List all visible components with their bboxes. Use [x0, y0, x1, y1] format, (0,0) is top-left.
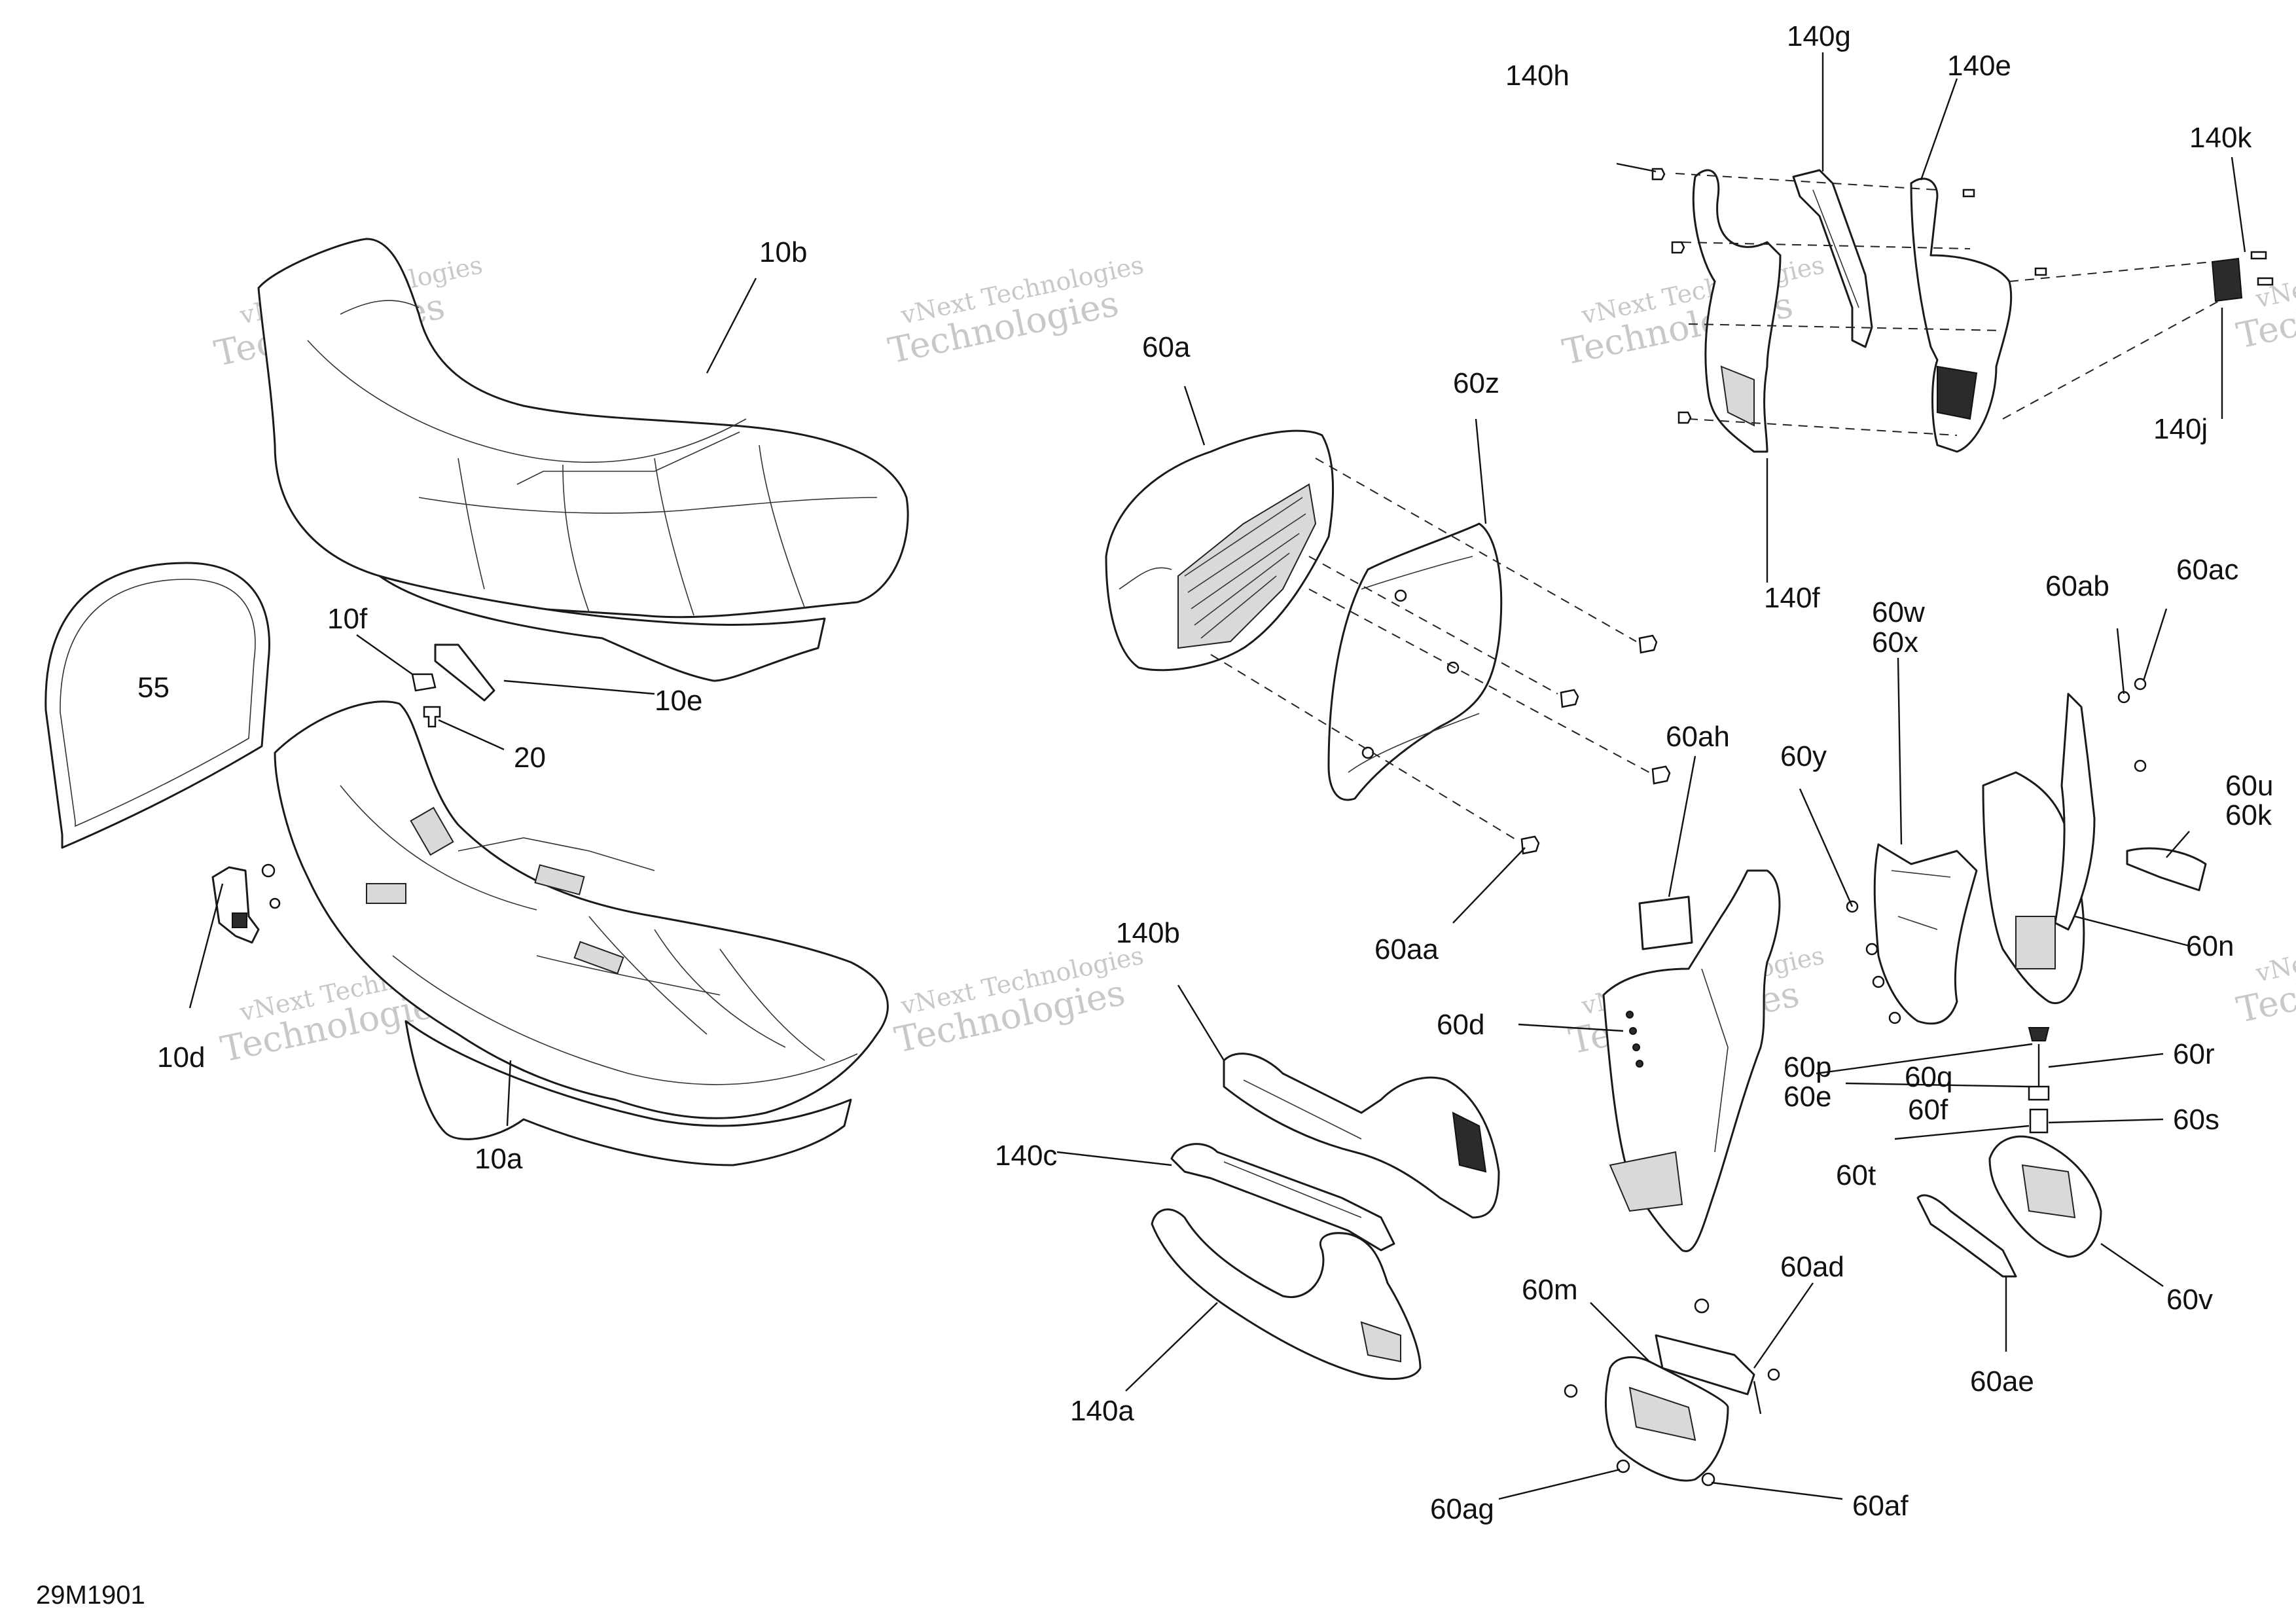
part-20-fastener [423, 706, 441, 728]
callout-60d: 60d [1437, 1009, 1484, 1041]
callout-10f: 10f [327, 603, 368, 635]
callout-140a: 140a [1070, 1395, 1134, 1427]
watermark-text: vNext Technologies [2253, 234, 2296, 314]
callout-140h: 140h [1505, 60, 1570, 92]
part-10e-bracket [434, 643, 495, 702]
assembly-lines-140 [1651, 168, 2274, 436]
part-60spring-stack [2028, 1027, 2050, 1134]
part-140g-handle [1792, 169, 1873, 348]
callout-55: 55 [137, 672, 170, 704]
part-60v-knob [1988, 1135, 2102, 1258]
part-60ah-label [1638, 895, 1693, 950]
callout-60x: 60x [1872, 626, 1918, 659]
callout-60s: 60s [2173, 1104, 2219, 1136]
callout-140c: 140c [995, 1140, 1057, 1172]
part-60ae-cover [1916, 1194, 2017, 1278]
part-10b-seat [257, 238, 909, 682]
part-60m-housing [1604, 1356, 1729, 1482]
callout-140k: 140k [2189, 122, 2252, 154]
callout-10b: 10b [759, 236, 807, 268]
callout-60y: 60y [1780, 740, 1827, 772]
callout-140f: 140f [1764, 582, 1820, 614]
callout-60m: 60m [1522, 1274, 1578, 1306]
callout-140e: 140e [1947, 50, 2011, 82]
callout-140j: 140j [2153, 413, 2208, 445]
callout-60ad: 60ad [1780, 1251, 1844, 1283]
callout-labels: 10b 10e 10f 20 55 10d 10a 60a 60z 60aa 1… [36, 20, 2273, 1610]
callout-60ac: 60ac [2176, 554, 2238, 586]
leader-lines [188, 52, 2246, 1500]
callout-10a: 10a [475, 1143, 523, 1175]
assembly-lines-60a [1210, 458, 1671, 855]
callout-60w: 60w [1872, 596, 1925, 628]
callout-60f: 60f [1908, 1094, 1948, 1126]
part-140j-bracket [2211, 257, 2243, 302]
misc-bolts-right [1846, 677, 2147, 1024]
callout-60ae: 60ae [1970, 1365, 2034, 1398]
part-60ad-plate [1655, 1334, 1762, 1415]
callout-60p: 60p [1784, 1051, 1831, 1083]
part-10a-seat-base [274, 700, 889, 1166]
callout-60n: 60n [2186, 930, 2234, 962]
callout-60ah: 60ah [1666, 721, 1730, 753]
callout-10e: 10e [655, 685, 702, 717]
callout-60u: 60u [2225, 770, 2273, 802]
callout-60a: 60a [1142, 331, 1191, 363]
callout-60r: 60r [2173, 1038, 2215, 1070]
callout-140b: 140b [1116, 917, 1180, 949]
callout-60ag: 60ag [1430, 1493, 1494, 1525]
callout-60q: 60q [1905, 1061, 1952, 1093]
callout-60t: 60t [1836, 1159, 1876, 1191]
part-60w-plate [1873, 843, 1978, 1025]
callout-140g: 140g [1787, 20, 1851, 52]
callout-60aa: 60aa [1374, 933, 1439, 965]
callout-60k: 60k [2225, 799, 2272, 831]
part-60z-panel [1327, 522, 1503, 801]
part-140c-grip-bar [1170, 1143, 1395, 1252]
callout-20: 20 [514, 742, 546, 774]
part-10d-latch [211, 863, 281, 944]
callout-60v: 60v [2166, 1284, 2213, 1316]
callout-60af: 60af [1852, 1490, 1909, 1522]
part-55-shield [45, 562, 270, 849]
part-60u-clip [2126, 847, 2207, 892]
part-140e-trim [1910, 177, 2013, 453]
callout-10d: 10d [157, 1041, 205, 1074]
part-140a-grip-cover [1151, 1208, 1422, 1380]
part-60a-housing [1105, 429, 1335, 672]
part-140f-cover [1692, 169, 1782, 453]
misc-bolts-bottom [1564, 1298, 1780, 1487]
part-140b-grip [1223, 1053, 1500, 1219]
callout-60ab: 60ab [2045, 570, 2109, 602]
part-10f-clip [411, 673, 437, 692]
callout-60e: 60e [1784, 1081, 1831, 1113]
diagram-code: 29M1901 [36, 1581, 145, 1610]
callout-60z: 60z [1453, 367, 1499, 399]
part-60d-bracket [1602, 869, 1781, 1252]
part-60n-latch-body [1982, 693, 2096, 1004]
